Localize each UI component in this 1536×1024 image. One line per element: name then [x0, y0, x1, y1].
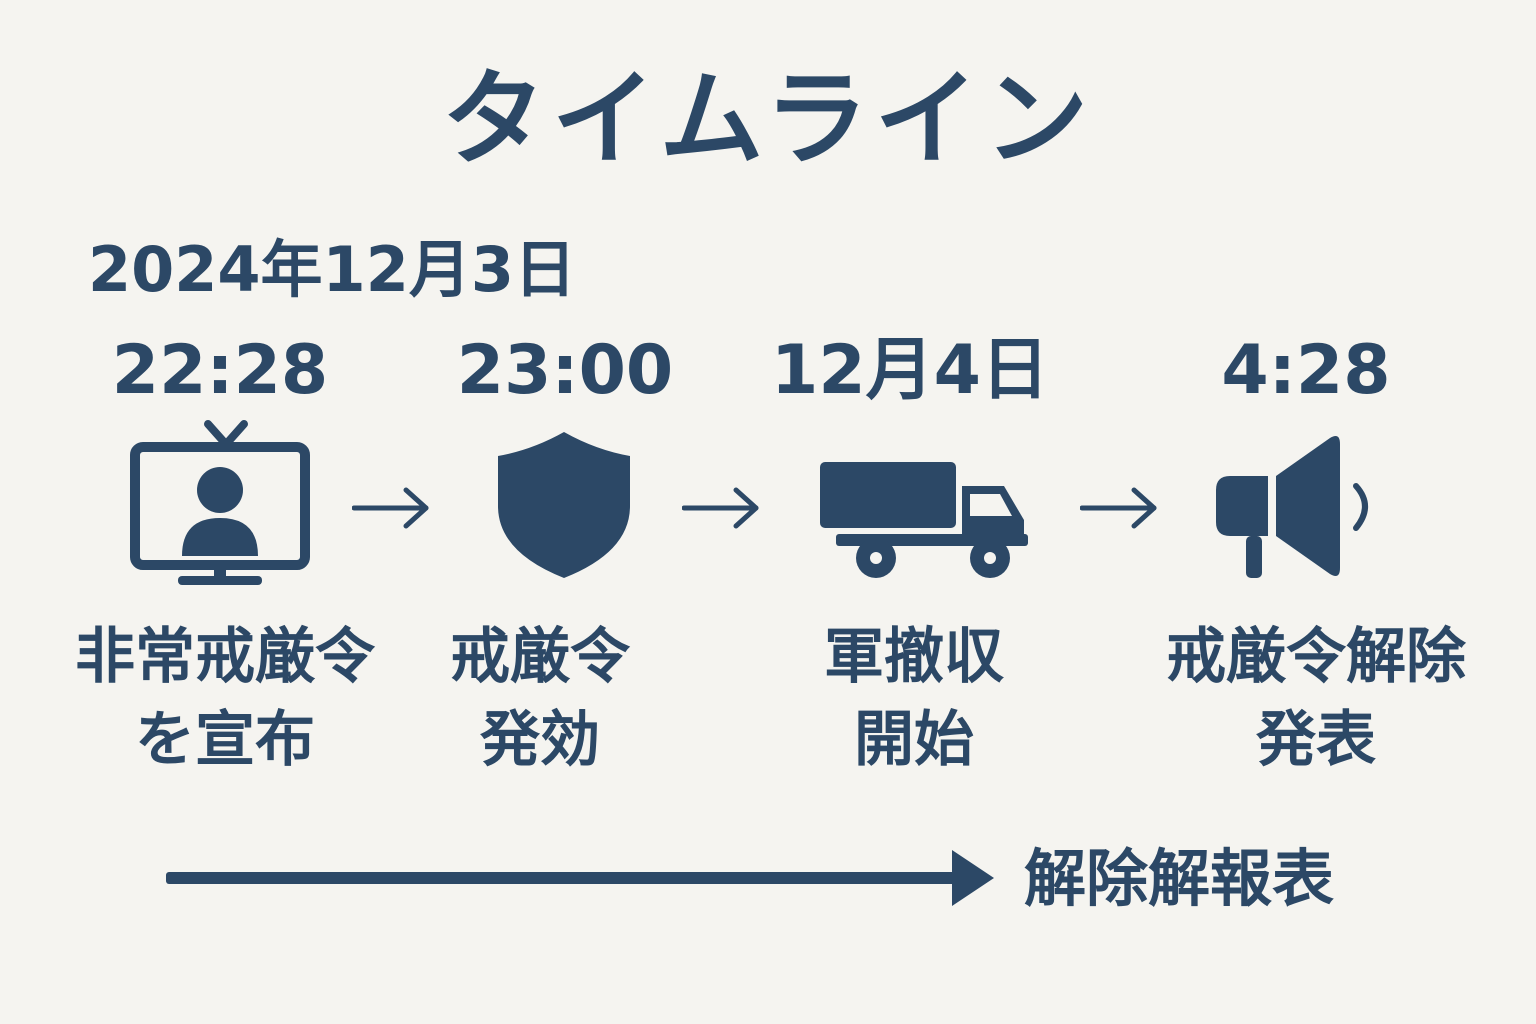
step-3-label-line2: 開始 — [854, 704, 974, 775]
step-1-label: 非常戒厳令 を宣布 — [35, 616, 415, 782]
timeline-date: 2024年12月3日 — [88, 233, 576, 306]
truck-icon — [818, 458, 1032, 580]
arrow-right-icon — [682, 486, 760, 530]
step-2-time: 23:00 — [456, 331, 674, 410]
step-2-label: 戒厳令 発効 — [350, 616, 730, 782]
step-1-time: 22:28 — [111, 331, 329, 410]
arrow-right-icon — [1080, 486, 1158, 530]
step-1-label-line2: を宣布 — [135, 704, 315, 775]
step-4-label-line2: 発表 — [1256, 704, 1376, 775]
shield-icon — [496, 430, 632, 580]
step-4-time: 4:28 — [1221, 331, 1391, 410]
step-1-label-line1: 非常戒厳令 — [75, 622, 375, 692]
step-3-time: 12月4日 — [771, 331, 1049, 410]
megaphone-icon — [1212, 432, 1392, 582]
long-arrow-icon — [164, 848, 998, 912]
timeline-title: タイムライン — [441, 58, 1095, 180]
bottom-label: 解除解報表 — [1024, 842, 1335, 915]
step-4-label-line1: 戒厳令解除 — [1166, 622, 1466, 692]
arrow-right-icon — [352, 486, 430, 530]
step-4-label: 戒厳令解除 発表 — [1126, 616, 1506, 782]
step-2-label-line1: 戒厳令 — [450, 622, 630, 692]
step-2-label-line2: 発効 — [480, 704, 600, 775]
tv-broadcast-icon — [128, 420, 312, 590]
step-3-label: 軍撤収 開始 — [724, 616, 1104, 782]
step-3-label-line1: 軍撤収 — [824, 622, 1004, 692]
